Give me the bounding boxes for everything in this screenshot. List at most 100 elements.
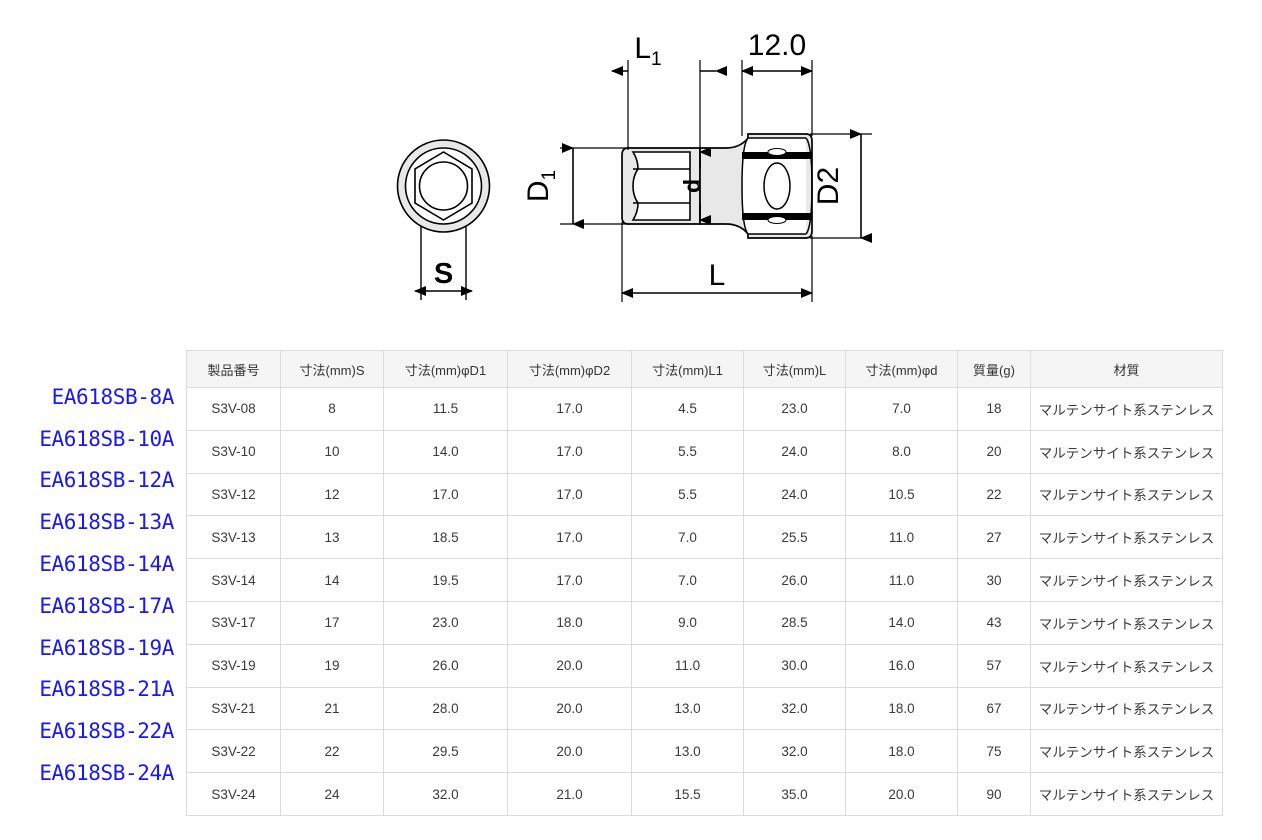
cell-dim-d1: 17.0	[383, 472, 508, 517]
cell-material: マルテンサイト系ステンレス	[1030, 429, 1223, 474]
cell-dim-s: 19	[280, 643, 384, 688]
cell-dim-d1: 18.5	[383, 515, 508, 560]
cell-dim-d: 14.0	[845, 600, 958, 645]
cell-dim-d: 11.0	[845, 558, 958, 602]
cell-dim-l1: 5.5	[631, 472, 744, 517]
model-number[interactable]: EA618SB-22A	[39, 719, 174, 744]
cell-mass: 75	[957, 729, 1031, 774]
column-header-material: 材質	[1030, 350, 1223, 388]
cell-dim-s: 22	[280, 729, 384, 774]
cell-mass: 20	[957, 429, 1031, 474]
model-number[interactable]: EA618SB-21A	[39, 677, 174, 702]
cell-dim-l: 25.5	[743, 515, 846, 560]
cell-dim-d2: 18.0	[507, 600, 632, 645]
cell-material: マルテンサイト系ステンレス	[1030, 686, 1223, 731]
cell-dim-l1: 7.0	[631, 558, 744, 602]
cell-dim-s: 14	[280, 558, 384, 602]
dimension-d1: D1	[522, 143, 630, 229]
dimension-l1: L1	[611, 32, 727, 150]
dimension-l: L	[621, 222, 813, 302]
cell-part-number: S3V-12	[186, 472, 281, 517]
cell-part-number: S3V-10	[186, 429, 281, 474]
cell-mass: 57	[957, 643, 1031, 688]
model-column-spacer	[0, 340, 186, 376]
cell-dim-l1: 11.0	[631, 643, 744, 688]
cell-mass: 90	[957, 772, 1031, 816]
cell-dim-d2: 21.0	[507, 772, 632, 816]
model-number[interactable]: EA618SB-10A	[39, 426, 174, 451]
cell-part-number: S3V-08	[186, 387, 281, 431]
cell-dim-s: 13	[280, 515, 384, 560]
label-l1-main: L	[634, 32, 651, 65]
label-d2: D2	[812, 167, 845, 205]
cell-dim-d2: 20.0	[507, 643, 632, 688]
cell-mass: 43	[957, 600, 1031, 645]
model-number[interactable]: EA618SB-12A	[39, 468, 174, 493]
cell-dim-l: 28.5	[743, 600, 846, 645]
cell-dim-s: 12	[280, 472, 384, 517]
cell-dim-d1: 26.0	[383, 643, 508, 688]
model-number[interactable]: EA618SB-19A	[39, 635, 174, 660]
cell-dim-d: 7.0	[845, 387, 958, 431]
cell-dim-d: 10.5	[845, 472, 958, 517]
cell-dim-d1: 19.5	[383, 558, 508, 602]
column-header-s: 寸法(mm)S	[280, 350, 384, 388]
cell-dim-d: 20.0	[845, 772, 958, 816]
label-d1-main: D	[522, 180, 555, 202]
cell-dim-l1: 4.5	[631, 387, 744, 431]
specification-section: EA618SB-8A EA618SB-10A EA618SB-12A EA618…	[0, 340, 1262, 840]
cell-dim-l1: 5.5	[631, 429, 744, 474]
cell-dim-l1: 13.0	[631, 729, 744, 774]
cell-dim-l1: 13.0	[631, 686, 744, 731]
cell-dim-l1: 9.0	[631, 600, 744, 645]
cell-dim-d2: 17.0	[507, 472, 632, 517]
cell-dim-s: 24	[280, 772, 384, 816]
cell-part-number: S3V-17	[186, 600, 281, 645]
cell-dim-d1: 32.0	[383, 772, 508, 816]
column-header-d2: 寸法(mm)φD2	[507, 350, 632, 388]
label-d1: D1	[522, 170, 560, 202]
cell-dim-d: 18.0	[845, 729, 958, 774]
cell-dim-s: 8	[280, 387, 384, 431]
cell-mass: 30	[957, 558, 1031, 602]
model-number[interactable]: EA618SB-13A	[39, 510, 174, 535]
technical-drawing: S	[0, 0, 1262, 340]
cell-part-number: S3V-21	[186, 686, 281, 731]
column-header-d: 寸法(mm)φd	[845, 350, 958, 388]
cell-dim-s: 10	[280, 429, 384, 474]
cell-dim-l1: 7.0	[631, 515, 744, 560]
model-number[interactable]: EA618SB-17A	[39, 593, 174, 618]
column-header-l1: 寸法(mm)L1	[631, 350, 744, 388]
cell-part-number: S3V-14	[186, 558, 281, 602]
model-number[interactable]: EA618SB-24A	[39, 761, 174, 786]
cell-dim-d1: 11.5	[383, 387, 508, 431]
cell-dim-l: 23.0	[743, 387, 846, 431]
cell-dim-d1: 14.0	[383, 429, 508, 474]
model-number[interactable]: EA618SB-8A	[51, 384, 175, 409]
column-header-part-number: 製品番号	[186, 350, 281, 388]
cell-dim-d1: 29.5	[383, 729, 508, 774]
cell-material: マルテンサイト系ステンレス	[1030, 558, 1223, 602]
cell-dim-d1: 28.0	[383, 686, 508, 731]
specification-table: 製品番号 寸法(mm)S 寸法(mm)φD1 寸法(mm)φD2 寸法(mm)L…	[186, 350, 1223, 816]
cell-dim-l: 32.0	[743, 729, 846, 774]
cell-mass: 18	[957, 387, 1031, 431]
cell-part-number: S3V-19	[186, 643, 281, 688]
model-number[interactable]: EA618SB-14A	[39, 552, 174, 577]
side-view: d	[621, 133, 813, 239]
cell-mass: 27	[957, 515, 1031, 560]
cell-dim-l: 26.0	[743, 558, 846, 602]
label-l1-sub: 1	[651, 49, 662, 70]
cell-dim-d2: 17.0	[507, 429, 632, 474]
socket-drawing-svg: S	[396, 29, 872, 302]
table-header-row: 製品番号 寸法(mm)S 寸法(mm)φD1 寸法(mm)φD2 寸法(mm)L…	[186, 350, 1223, 388]
